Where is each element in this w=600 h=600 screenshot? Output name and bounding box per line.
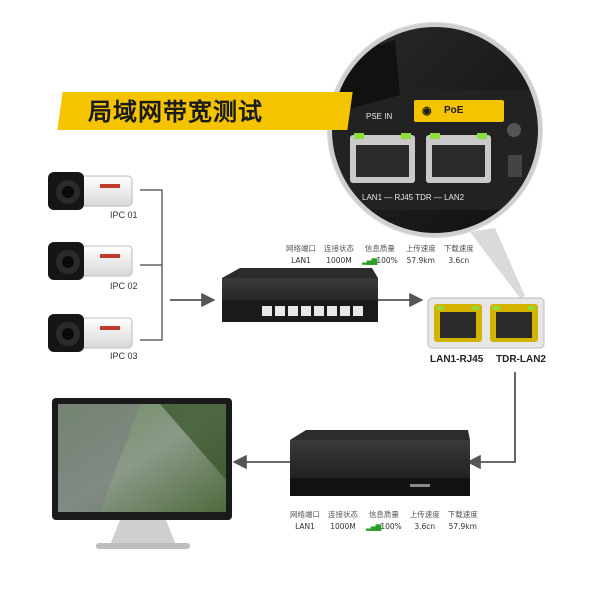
stats-value: 57.9km	[406, 256, 435, 265]
page-title: 局域网带宽测试	[88, 98, 263, 126]
zoom-callout-cone	[470, 228, 525, 298]
signal-icon: ▂▄▆	[366, 522, 381, 531]
zoom-port-caption: LAN1 — RJ45 TDR — LAN2	[362, 193, 465, 202]
zoom-port-lan2	[426, 133, 491, 183]
stats-header: 下载速度	[447, 510, 478, 519]
stats-value-quality: ▂▄▆100%	[366, 522, 402, 531]
stats-value-quality: ▂▄▆100%	[362, 256, 398, 265]
camera-ipc02	[48, 242, 133, 280]
stats-header: 上传速度	[405, 244, 436, 253]
stats-value: 1000M	[326, 256, 352, 265]
stats-value: 1000M	[330, 522, 356, 531]
poe-badge: ◉ PoE	[414, 100, 504, 122]
stats-header-row: 网络端口 连接状态 信息质量 上传速度 下载速度	[282, 242, 478, 255]
stats-header: 信息质量	[364, 244, 395, 253]
camera-label-ipc01: IPC 01	[110, 210, 138, 220]
arrow-tester-to-switch2	[466, 372, 516, 470]
stats-value: 57.9km	[448, 522, 477, 531]
stats-header: 连接状态	[324, 244, 354, 253]
network-tester	[427, 297, 545, 349]
camera-label-ipc02: IPC 02	[110, 281, 138, 291]
monitor	[52, 398, 232, 549]
stats-table-top: 网络端口 连接状态 信息质量 上传速度 下载速度 LAN1 1000M ▂▄▆1…	[282, 242, 478, 266]
camera-ipc03	[48, 314, 133, 352]
poe-label: PoE	[444, 105, 464, 116]
stats-header: 网络端口	[290, 510, 320, 519]
tester-port-label-left: LAN1-RJ45	[430, 354, 484, 365]
tester-port-label-right: TDR-LAN2	[496, 354, 546, 365]
pse-in-label: PSE IN	[366, 112, 393, 121]
stats-header: 信息质量	[368, 510, 399, 519]
camera-icon: ◉	[422, 105, 432, 117]
stats-value: LAN1	[295, 522, 315, 531]
stats-header: 下载速度	[443, 244, 474, 253]
stats-value-row: LAN1 1000M ▂▄▆100% 3.6cn 57.9km	[286, 521, 482, 532]
camera-ipc01	[48, 172, 133, 210]
camera-bracket	[140, 189, 163, 341]
zoom-port-lan1	[350, 133, 415, 183]
stats-table-bottom: 网络端口 连接状态 信息质量 上传速度 下载速度 LAN1 1000M ▂▄▆1…	[286, 508, 482, 532]
stats-value: 3.6cn	[414, 522, 436, 531]
stats-header-row: 网络端口 连接状态 信息质量 上传速度 下载速度	[286, 508, 482, 521]
stats-value-row: LAN1 1000M ▂▄▆100% 57.9km 3.6cn	[282, 255, 478, 266]
stats-value: 3.6cn	[448, 256, 470, 265]
stats-header: 网络端口	[286, 244, 316, 253]
poe-switch	[222, 268, 378, 322]
switch-2	[290, 430, 470, 496]
stats-value: LAN1	[291, 256, 311, 265]
zoom-circle	[327, 22, 543, 238]
camera-label-ipc03: IPC 03	[110, 351, 138, 361]
signal-icon: ▂▄▆	[362, 256, 377, 265]
stats-header: 连接状态	[328, 510, 358, 519]
stats-header: 上传速度	[409, 510, 440, 519]
